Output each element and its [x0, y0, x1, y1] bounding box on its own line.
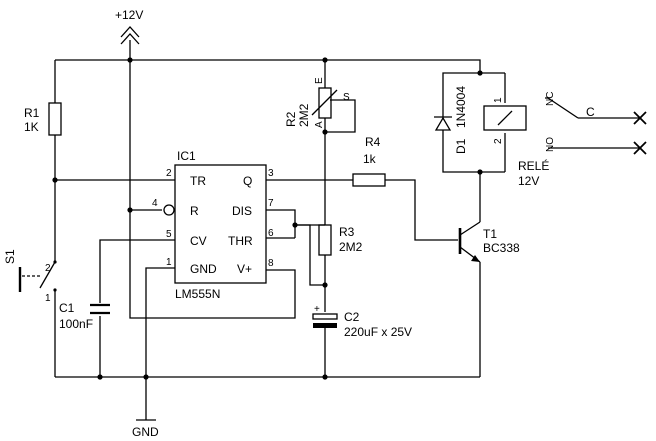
c2-ref: C2 — [344, 310, 360, 324]
terminal-c-icon — [633, 111, 647, 125]
relay-c-label: C — [586, 105, 595, 119]
r3-value: 2M2 — [339, 240, 363, 254]
r2-pin-a: A — [314, 121, 325, 128]
relay-coil-pin1: 1 — [493, 97, 504, 103]
cv-wire — [99, 239, 175, 303]
r4-resistor — [352, 173, 386, 187]
dis-wire — [266, 209, 296, 238]
r2-pin-e: E — [314, 77, 325, 84]
d1-part: 1N4004 — [454, 86, 468, 128]
ic1-pin-label: R — [190, 204, 199, 218]
relay-switch-arm — [547, 97, 579, 119]
wires — [54, 40, 640, 420]
thr-c2-wire — [295, 224, 325, 286]
ic1-pin-num: 6 — [268, 228, 274, 239]
r2-pin-s: S — [343, 92, 350, 103]
junction-dots — [52, 57, 483, 380]
r2-wiper-wire — [325, 99, 356, 133]
vcc-arrow-icon — [120, 26, 140, 45]
s1-pin2: 2 — [45, 263, 51, 274]
r3-resistor — [318, 224, 332, 256]
ic1-pin-num: 1 — [166, 257, 172, 268]
ic1-pin-label: V+ — [237, 262, 252, 276]
top-rail-wire — [55, 59, 481, 73]
ic1-pin-label: TR — [190, 174, 206, 188]
r4-ref: R4 — [365, 135, 381, 149]
r2-value: 2M2 — [297, 103, 311, 127]
d1-ref: D1 — [454, 138, 468, 154]
r3-ref: R3 — [339, 225, 355, 239]
relay-no-label: NO — [545, 137, 556, 152]
d1-diode — [434, 116, 452, 131]
s1-ref: S1 — [3, 249, 17, 264]
r1-value: 1K — [24, 120, 39, 134]
ic1-pin-num: 4 — [152, 198, 158, 209]
c1-value: 100nF — [59, 317, 93, 331]
ic1-pin-label: DIS — [232, 204, 252, 218]
r1-ref: R1 — [24, 106, 40, 120]
terminal-no-icon — [633, 141, 647, 155]
ic1-ref: IC1 — [177, 149, 196, 163]
ic1-pin-label: THR — [228, 234, 253, 248]
ic1-body — [174, 164, 267, 284]
relay-voltage: 12V — [518, 174, 539, 188]
vcc-label: +12V — [115, 8, 143, 22]
reset-bubble-icon — [163, 204, 175, 216]
c2-capacitor — [312, 313, 338, 328]
base-wire — [385, 179, 458, 241]
ic1-pin-num: 5 — [166, 229, 172, 240]
t1-part: BC338 — [483, 241, 520, 255]
gnd-wire — [145, 267, 175, 420]
r2-ref: R2 — [284, 111, 298, 127]
c2-value: 220uF x 25V — [344, 325, 412, 339]
r4-value: 1k — [363, 152, 377, 166]
ic1-pin-num: 3 — [268, 168, 274, 179]
ic1-pin-num: 2 — [166, 168, 172, 179]
c1-ref: C1 — [59, 301, 75, 315]
t1-ref: T1 — [483, 227, 497, 241]
r2-adjust-arrow-icon — [311, 89, 338, 116]
vplus-wire — [129, 210, 296, 319]
c2-plus: + — [314, 304, 320, 315]
r2-potentiometer — [318, 87, 332, 119]
ic1-pin-label: GND — [190, 262, 217, 276]
ic1-pin-num: 7 — [268, 198, 274, 209]
relay-name: RELÉ — [518, 158, 549, 173]
r1-resistor — [48, 102, 62, 136]
ic1-pin-label: Q — [243, 174, 252, 188]
s1-switch — [18, 260, 57, 292]
relay-coil-pin2: 2 — [493, 138, 504, 144]
t1-transistor — [458, 221, 481, 263]
relay-coil-hatch — [497, 110, 513, 126]
ic1-pin-label: CV — [190, 234, 207, 248]
s1-pin1: 1 — [45, 293, 51, 304]
relay-coil — [483, 105, 527, 131]
c1-capacitor — [90, 303, 110, 315]
ic1-pin-num: 8 — [268, 258, 274, 269]
relay-nc-label: NC — [545, 92, 556, 106]
gnd-label: GND — [132, 425, 159, 439]
ic1-part: LM555N — [175, 287, 220, 301]
